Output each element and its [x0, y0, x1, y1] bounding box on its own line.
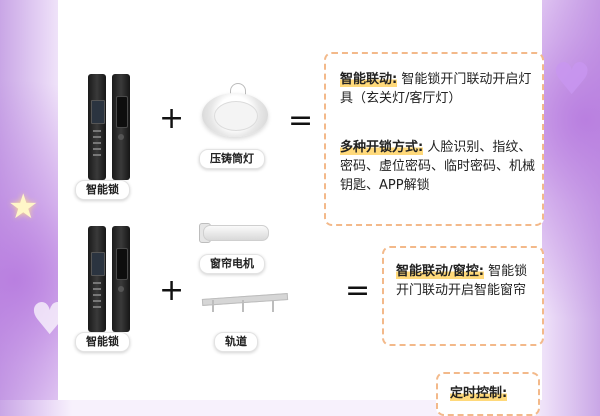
feature-title: 智能联动/窗控:	[396, 264, 484, 279]
smart-lock-label: 智能锁	[75, 332, 130, 352]
feature-text: 人脸识别、指纹、密码、虚位密码、临时密码、机械钥匙、APP解锁	[340, 140, 536, 193]
curtain-track-image	[201, 292, 289, 316]
smart-lock-image	[88, 74, 132, 180]
curtain-motor-label: 窗帘电机	[199, 254, 265, 274]
equals-sign: =	[288, 103, 314, 138]
curtain-motor-image	[203, 225, 269, 241]
feature-box-timer: 定时控制:	[436, 372, 540, 416]
plus-sign: +	[159, 101, 185, 136]
feature-text: 智能锁开门联动开启灯具（玄关灯/客厅灯）	[340, 72, 532, 106]
equals-sign: =	[345, 273, 371, 308]
heart-decoration-icon: ♥	[552, 54, 592, 105]
feature-title: 智能联动:	[340, 72, 398, 87]
feature-title: 多种开锁方式:	[340, 140, 424, 155]
content-card: 智能锁 + 压铸筒灯 = 智能联动: 智能锁开门联动开启灯具（玄关灯/客厅灯） …	[58, 0, 544, 416]
feature-text: 智能锁开门联动开启智能窗帘	[396, 264, 528, 298]
smart-lock-image	[88, 226, 132, 332]
feature-title: 定时控制:	[450, 386, 508, 401]
plus-sign: +	[159, 273, 185, 308]
curtain-track-label: 轨道	[214, 332, 258, 352]
star-decoration-icon: ★	[8, 187, 39, 227]
smart-lock-label: 智能锁	[75, 180, 130, 200]
downlight-image	[200, 83, 270, 141]
feature-box-lighting: 智能联动: 智能锁开门联动开启灯具（玄关灯/客厅灯） 多种开锁方式: 人脸识别、…	[324, 52, 544, 226]
downlight-label: 压铸筒灯	[199, 149, 265, 169]
feature-box-curtain: 智能联动/窗控: 智能锁开门联动开启智能窗帘	[382, 246, 544, 346]
